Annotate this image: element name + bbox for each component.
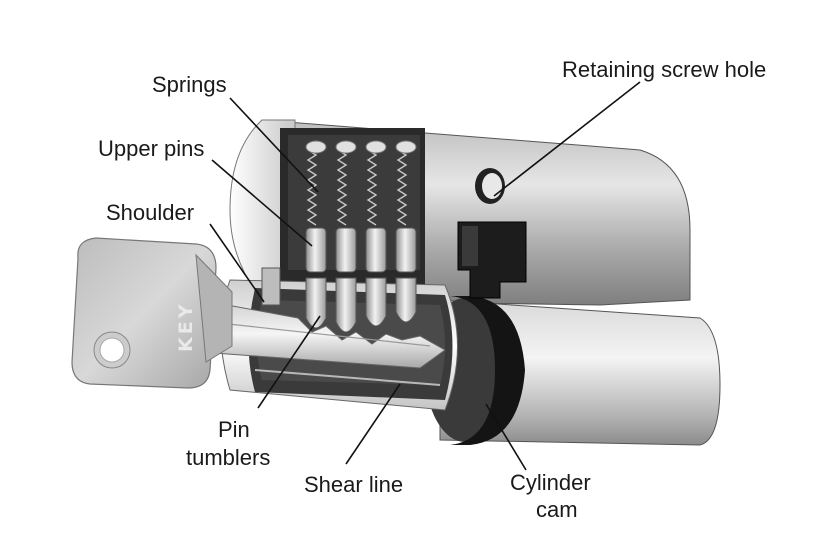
- key-head: KEY: [71, 237, 233, 389]
- label-shear-line: Shear line: [304, 472, 403, 497]
- leader-cylinder-cam: [485, 403, 527, 471]
- leader-upper-pins: [211, 159, 313, 247]
- leader-retaining-screw-hole: [493, 81, 641, 197]
- upper-pins: [305, 227, 417, 273]
- label-retaining-screw-hole: Retaining screw hole: [562, 57, 766, 82]
- leader-shear-line: [345, 383, 401, 465]
- leader-shoulder: [209, 223, 265, 303]
- spring-caps: [305, 140, 417, 154]
- label-cylinder-cam-line2: cam: [536, 497, 578, 522]
- label-shoulder: Shoulder: [106, 200, 194, 225]
- label-pin-tumblers-line2: tumblers: [186, 445, 270, 470]
- shoulder: [261, 267, 281, 306]
- label-cylinder-cam-line1: Cylinder: [510, 470, 591, 495]
- springs: [306, 149, 408, 226]
- leader-springs: [229, 97, 319, 193]
- label-upper-pins: Upper pins: [98, 136, 204, 161]
- leader-lines: [209, 81, 641, 471]
- labels: Springs Upper pins Shoulder Retaining sc…: [98, 57, 766, 522]
- label-pin-tumblers-line1: Pin: [218, 417, 250, 442]
- label-springs: Springs: [152, 72, 227, 97]
- retaining-screw-hole: [475, 168, 505, 204]
- cylinder-body-lower: [425, 298, 721, 446]
- pin-tumblers: [305, 277, 417, 333]
- leader-pin-tumblers: [257, 315, 321, 409]
- key-label: KEY: [175, 302, 197, 352]
- key-blade: [199, 299, 446, 386]
- cylinder-cam: [450, 221, 527, 445]
